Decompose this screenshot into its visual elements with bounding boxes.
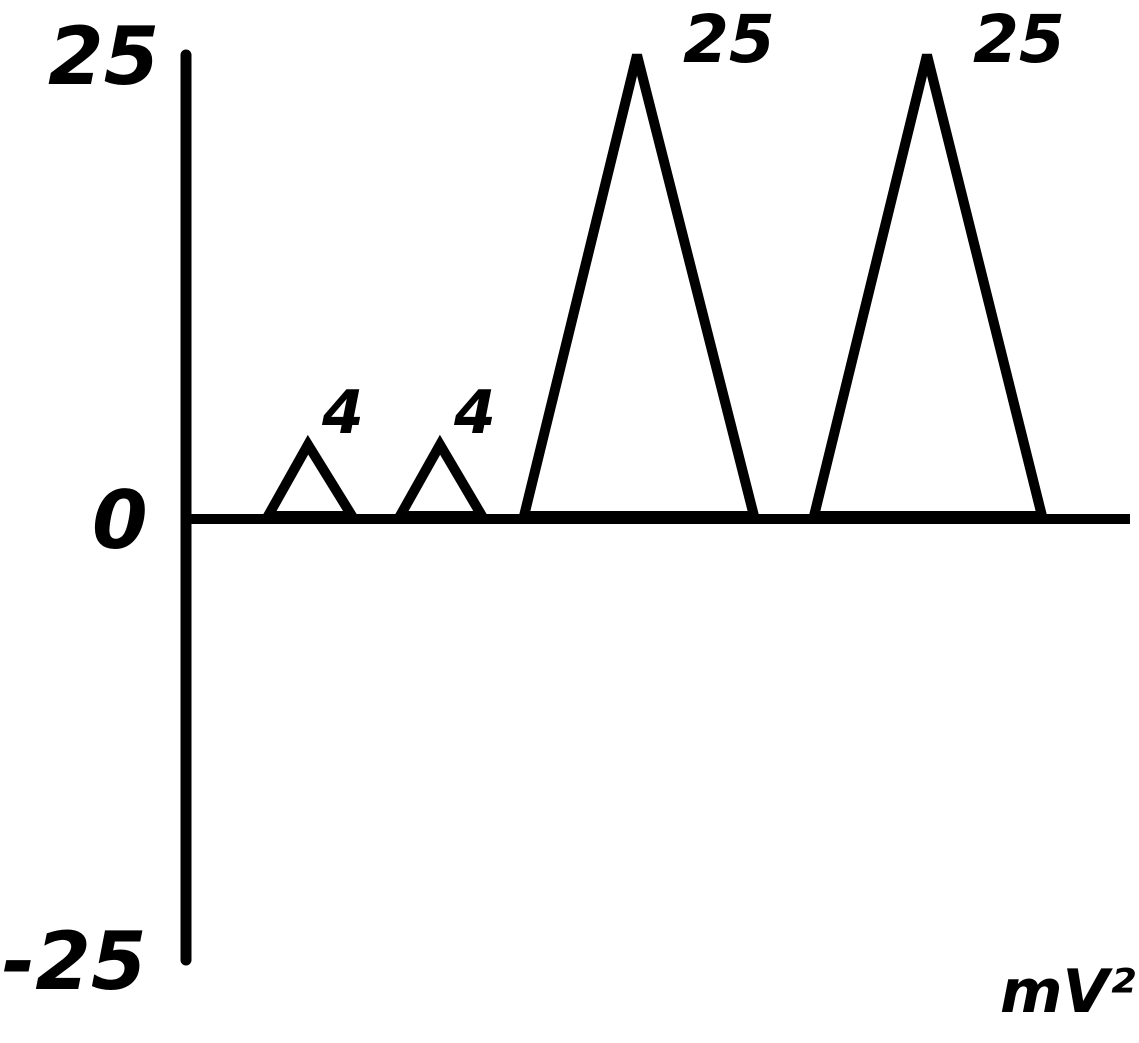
pulse-peak-label: 4 [321,378,364,448]
pulse-triangle [391,434,491,521]
pulse-triangle [259,434,361,521]
pulses [259,53,1049,521]
axes [180,49,1130,966]
pulse-peak-label: 25 [973,1,1065,78]
y-tick-label: 25 [48,10,159,103]
y-tick-label: -25 [2,915,147,1008]
pulse-triangle [807,53,1049,521]
pulse-triangle [517,53,761,521]
unit-label: mV² [1000,957,1135,1027]
pulse-peak-label: 25 [683,1,775,78]
pulse-peak-label: 4 [453,378,496,448]
y-tick-label: 0 [92,474,148,567]
labels: 25 0 -25 4 4 25 25 mV² [2,1,1135,1027]
